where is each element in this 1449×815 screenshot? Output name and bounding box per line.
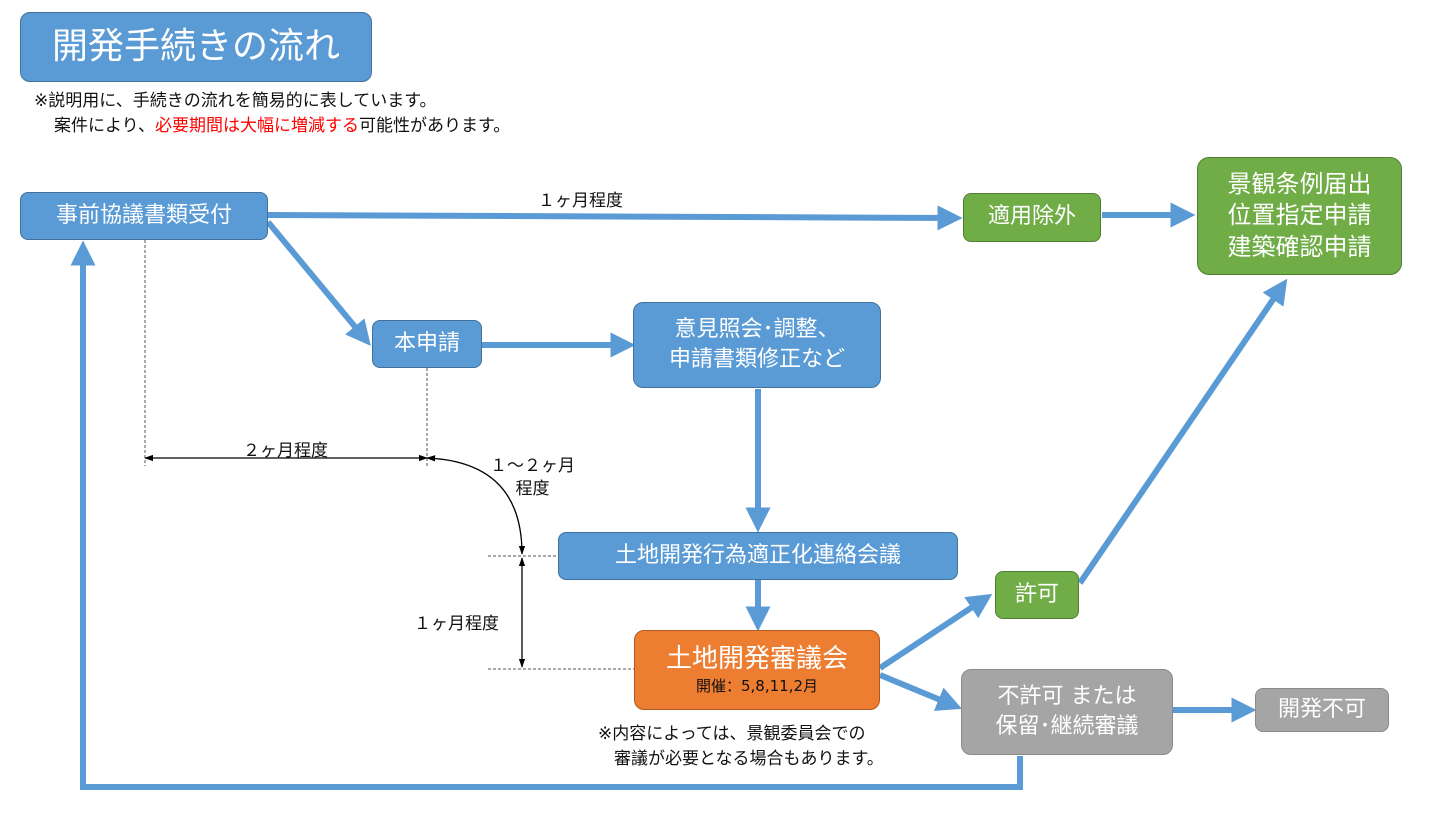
box-land-council-schedule: 開催：5,8,11,2月 (695, 677, 819, 696)
box-exemption-label: 適用除外 (987, 204, 1076, 230)
box-liaison-meeting: 土地開発行為適正化連絡会議 (558, 532, 958, 580)
box-permit: 許可 (995, 571, 1079, 619)
box-exemption: 適用除外 (963, 193, 1101, 242)
landscape-line-2: 位置指定申請 (1227, 201, 1372, 230)
label-two-months: ２ヶ月程度 (243, 441, 328, 461)
note-line-2-highlight: 必要期間は大幅に増減する (154, 116, 359, 136)
landscape-line-3: 建築確認申請 (1227, 232, 1372, 261)
reject-line-1: 不許可 または (997, 684, 1137, 710)
landscape-line-1: 景観条例届出 (1227, 170, 1372, 199)
box-liaison-meeting-label: 土地開発行為適正化連絡会議 (614, 542, 901, 568)
arrow-council-to-permit (878, 593, 993, 671)
arrow-pre-to-exemption (267, 205, 963, 231)
page-title: 開発手続きの流れ (20, 12, 372, 82)
council-note-line-2: 審議が必要となる場合もあります。 (614, 748, 884, 769)
label-one-to-two-line-1: １～２ヶ月 (490, 456, 575, 476)
box-no-development: 開発不可 (1255, 688, 1389, 732)
box-opinion-adjustment: 意見照会･調整、 申請書類修正など (633, 302, 881, 388)
label-one-month-top: １ヶ月程度 (538, 191, 623, 211)
box-main-application-label: 本申請 (393, 330, 460, 356)
box-land-council: 土地開発審議会 開催：5,8,11,2月 (634, 630, 880, 710)
page-title-text: 開発手続きの流れ (51, 25, 340, 67)
note-line-2-a: 案件により、 (54, 116, 155, 136)
opinion-line-1: 意見照会･調整、 (674, 317, 840, 343)
opinion-line-2: 申請書類修正など (668, 347, 845, 372)
box-permit-label: 許可 (1014, 581, 1059, 607)
note-line-1: ※説明用に、手続きの流れを簡易的に表しています。 (34, 91, 437, 111)
note-line-2-b: 可能性があります。 (358, 116, 511, 136)
arrow-council-to-reject (878, 672, 962, 711)
label-one-to-two-months: １～２ヶ月 程度 (490, 455, 575, 501)
label-one-month-left: １ヶ月程度 (414, 614, 499, 634)
arrow-permit-to-landscape (1077, 278, 1288, 585)
council-note: ※内容によっては、景観委員会での 審議が必要となる場合もあります。 (598, 722, 884, 771)
box-reject-or-hold: 不許可 または 保留･継続審議 (961, 669, 1173, 755)
box-landscape-application: 景観条例届出 位置指定申請 建築確認申請 (1197, 157, 1402, 275)
reject-line-2: 保留･継続審議 (995, 714, 1139, 739)
note-line-2: 案件により、必要期間は大幅に増減する可能性があります。 (54, 111, 510, 136)
arrow-loop-back (70, 240, 1023, 790)
box-pre-consultation-label: 事前協議書類受付 (55, 202, 232, 228)
span-one-two-months (426, 455, 526, 555)
box-no-development-label: 開発不可 (1277, 696, 1366, 722)
box-pre-consultation: 事前協議書類受付 (20, 192, 268, 240)
arrow-pre-to-main (265, 220, 371, 346)
label-one-to-two-line-2: 程度 (515, 478, 550, 499)
council-note-line-1: ※内容によっては、景観委員会での (598, 724, 866, 744)
box-main-application: 本申請 (372, 320, 482, 368)
box-land-council-label: 土地開発審議会 (665, 644, 848, 675)
